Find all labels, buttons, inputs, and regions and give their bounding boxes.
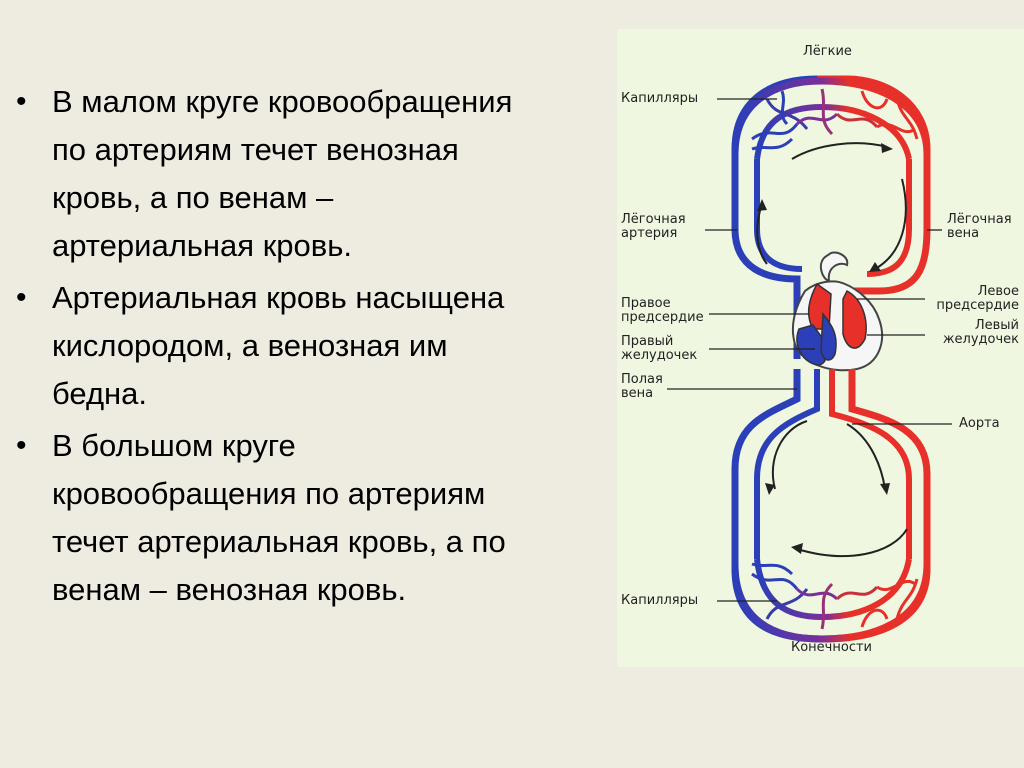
label-pulmonary-vein: Лёгочная вена — [947, 212, 1012, 241]
label-lungs: Лёгкие — [803, 44, 852, 59]
bullet-text: В малом круге кровообращения по артериям… — [52, 84, 513, 263]
label-leaders — [667, 98, 952, 602]
bullet-text: В большом круге кровообращения по артери… — [52, 428, 506, 607]
label-right-atrium: Правое предсердие — [621, 296, 704, 325]
label-pulmonary-artery: Лёгочная артерия — [621, 212, 686, 241]
label-left-ventricle: Левый желудочек — [942, 318, 1019, 347]
label-left-atrium: Левое предсердие — [936, 284, 1019, 313]
bullet-list: • В малом круге кровообращения по артери… — [14, 78, 604, 618]
circulation-diagram-svg — [667, 75, 952, 643]
bullet-item: • В малом круге кровообращения по артери… — [14, 78, 604, 270]
bullet-marker: • — [16, 281, 27, 314]
label-right-ventricle: Правый желудочек — [621, 334, 698, 363]
bullet-text: Артериальная кровь насыщена кислородом, … — [52, 280, 505, 411]
label-aorta: Аорта — [959, 416, 1000, 431]
bullet-marker: • — [16, 85, 27, 118]
systemic-loop — [731, 369, 931, 643]
label-limbs: Конечности — [791, 640, 872, 655]
pulmonary-loop — [731, 75, 931, 359]
label-capillaries-top: Капилляры — [621, 91, 699, 106]
label-capillaries-bottom: Капилляры — [621, 593, 699, 608]
bullet-marker: • — [16, 429, 27, 462]
label-vena-cava: Полая вена — [621, 372, 663, 401]
bullet-item: • В большом круге кровообращения по арте… — [14, 422, 604, 614]
circulation-diagram: Лёгкие Капилляры Лёгочная артерия Лёгочн… — [617, 29, 1024, 667]
bullet-item: • Артериальная кровь насыщена кислородом… — [14, 274, 604, 418]
heart — [791, 251, 883, 372]
